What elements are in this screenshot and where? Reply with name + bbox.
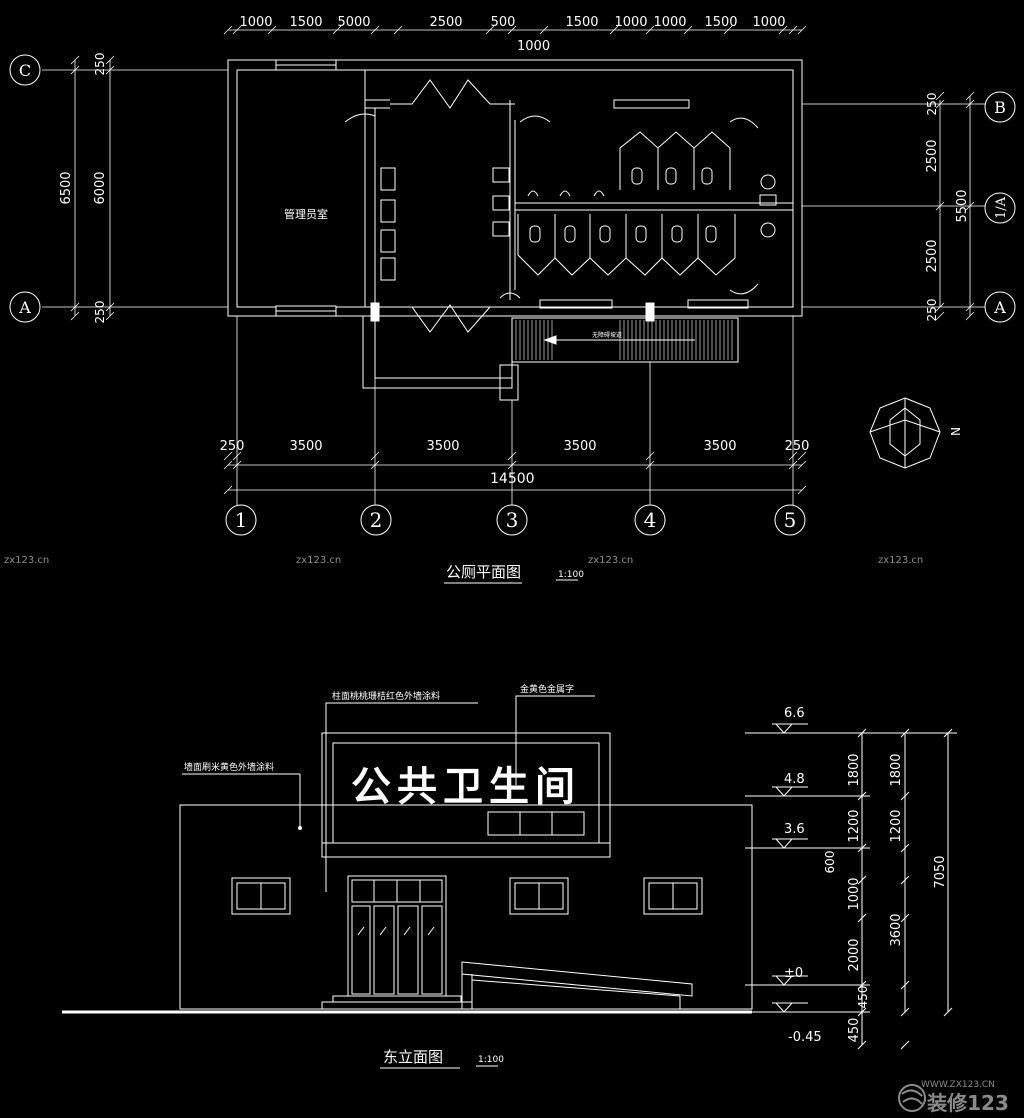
level-marks bbox=[745, 723, 953, 1050]
level-zero: ±0 bbox=[784, 966, 803, 981]
level-minus-0-45: -0.45 bbox=[788, 1030, 822, 1045]
right-dim-2500-b: 2500 bbox=[925, 239, 940, 272]
dim-2000: 2000 bbox=[847, 938, 862, 971]
bottom-dim-label: 3500 bbox=[426, 439, 459, 454]
watermark-text: zx123.cn bbox=[588, 555, 633, 566]
right-dim-2500-a: 2500 bbox=[925, 139, 940, 172]
north-label: N bbox=[948, 427, 962, 436]
level-6-6: 6.6 bbox=[784, 706, 805, 721]
site-brand: 装修123 bbox=[926, 1091, 1009, 1115]
top-dim-label: 1500 bbox=[704, 15, 737, 30]
axis-A-label: A bbox=[18, 298, 31, 317]
dim-1800-mid: 1800 bbox=[889, 753, 904, 786]
dim-1200-mid: 1200 bbox=[889, 809, 904, 842]
top-dim-label: 1000 bbox=[239, 15, 272, 30]
right-dim-250-bottom: 250 bbox=[925, 299, 939, 322]
bottom-dim-label: 3500 bbox=[563, 439, 596, 454]
top-dim-label: 1500 bbox=[565, 15, 598, 30]
axis-bubbles bbox=[9, 54, 1016, 536]
manager-room-label: 管理员室 bbox=[284, 207, 328, 221]
watermark-text: zx123.cn bbox=[4, 555, 49, 566]
axis-C-label: C bbox=[19, 61, 31, 80]
dim-450-bottom: 450 bbox=[847, 1018, 862, 1043]
ramp bbox=[511, 317, 739, 363]
top-dim-label: 500 bbox=[491, 15, 516, 30]
window bbox=[231, 877, 291, 915]
top-dim-sub: 1000 bbox=[517, 39, 550, 54]
bottom-dim-label: 3500 bbox=[703, 439, 736, 454]
dim-450-mid: 450 bbox=[856, 986, 870, 1009]
axis-5-label: 5 bbox=[784, 508, 797, 532]
axis-4-bubble bbox=[634, 504, 666, 536]
site-url: WWW.ZX123.CN bbox=[921, 1080, 995, 1090]
window bbox=[643, 877, 703, 915]
left-dim-250-top: 250 bbox=[93, 53, 107, 76]
plan-dimensions bbox=[42, 25, 985, 505]
watermark-text: zx123.cn bbox=[878, 555, 923, 566]
dim-1800-inner: 1800 bbox=[847, 753, 862, 786]
outer-wall bbox=[227, 59, 803, 317]
axis-5-bubble bbox=[774, 504, 806, 536]
level-4-8: 4.8 bbox=[784, 772, 805, 787]
dim-1200-inner: 1200 bbox=[847, 809, 862, 842]
top-dim-label: 1000 bbox=[653, 15, 686, 30]
axis-A-right-label: A bbox=[993, 298, 1006, 317]
axis-4-label: 4 bbox=[644, 508, 657, 532]
top-dim-label: 1500 bbox=[289, 15, 322, 30]
axis-1-label: 1 bbox=[235, 508, 248, 532]
bottom-dim-label: 250 bbox=[220, 439, 245, 454]
bottom-dim-label: 250 bbox=[785, 439, 810, 454]
north-arrow-icon bbox=[869, 397, 941, 469]
top-dim-label: 1000 bbox=[752, 15, 785, 30]
note-column: 柱面桃桃珊桔红色外墙涂料 bbox=[332, 690, 440, 702]
dim-7050: 7050 bbox=[933, 855, 948, 888]
floor-plan bbox=[227, 59, 803, 401]
axis-2-bubble bbox=[360, 504, 392, 536]
watermark-text: zx123.cn bbox=[296, 555, 341, 566]
elevation-scale: 1:100 bbox=[478, 1055, 504, 1065]
axis-A-bubble bbox=[9, 291, 41, 323]
brand-logo-icon bbox=[898, 1084, 926, 1112]
axis-A-right-bubble bbox=[984, 291, 1016, 323]
plan-total-dim: 14500 bbox=[490, 471, 535, 487]
axis-1A-bubble bbox=[984, 192, 1016, 224]
axis-3-label: 3 bbox=[506, 508, 519, 532]
sign-text: 公共卫生间 bbox=[351, 763, 581, 810]
right-total-dim: 5500 bbox=[955, 189, 970, 222]
elevation-labels: 公共卫生间 柱面桃桃珊桔红色外墙涂料 金黄色金属字 墙面刷米黄色外墙涂料 6.6… bbox=[184, 683, 1009, 1115]
level-3-6: 3.6 bbox=[784, 822, 805, 837]
axis-3-bubble bbox=[496, 504, 528, 536]
top-dim-label: 5000 bbox=[337, 15, 370, 30]
axis-B-label: B bbox=[994, 98, 1006, 117]
left-dim-250-bottom: 250 bbox=[93, 301, 107, 324]
dim-600: 600 bbox=[823, 851, 837, 874]
top-dim-label: 2500 bbox=[429, 15, 462, 30]
axis-2-label: 2 bbox=[370, 508, 383, 532]
note-letters: 金黄色金属字 bbox=[520, 683, 574, 695]
ramp-label: 无障碍坡道 bbox=[592, 331, 622, 339]
window bbox=[509, 877, 569, 915]
east-elevation bbox=[62, 695, 957, 1050]
elevation-title: 东立面图 bbox=[383, 1048, 443, 1066]
axis-1A-label: 1/A bbox=[994, 196, 1009, 219]
axis-B-bubble bbox=[984, 91, 1016, 123]
dim-1000: 1000 bbox=[847, 877, 862, 910]
note-wall: 墙面刷米黄色外墙涂料 bbox=[184, 761, 274, 773]
left-dim-6000: 6000 bbox=[93, 171, 108, 204]
top-dim-label: 1000 bbox=[614, 15, 647, 30]
right-dim-250-top: 250 bbox=[925, 93, 939, 116]
axis-1-bubble bbox=[225, 504, 257, 536]
elevation-ramp bbox=[461, 961, 693, 1009]
watermarks: zx123.cn zx123.cn zx123.cn zx123.cn bbox=[4, 555, 923, 566]
axis-C-bubble bbox=[9, 54, 41, 86]
plan-scale: 1:100 bbox=[558, 570, 584, 580]
bottom-dim-label: 3500 bbox=[289, 439, 322, 454]
plan-title: 公厕平面图 bbox=[446, 563, 521, 581]
left-total-dim: 6500 bbox=[59, 171, 74, 204]
dim-3600: 3600 bbox=[889, 913, 904, 946]
entrance-door bbox=[347, 875, 447, 997]
